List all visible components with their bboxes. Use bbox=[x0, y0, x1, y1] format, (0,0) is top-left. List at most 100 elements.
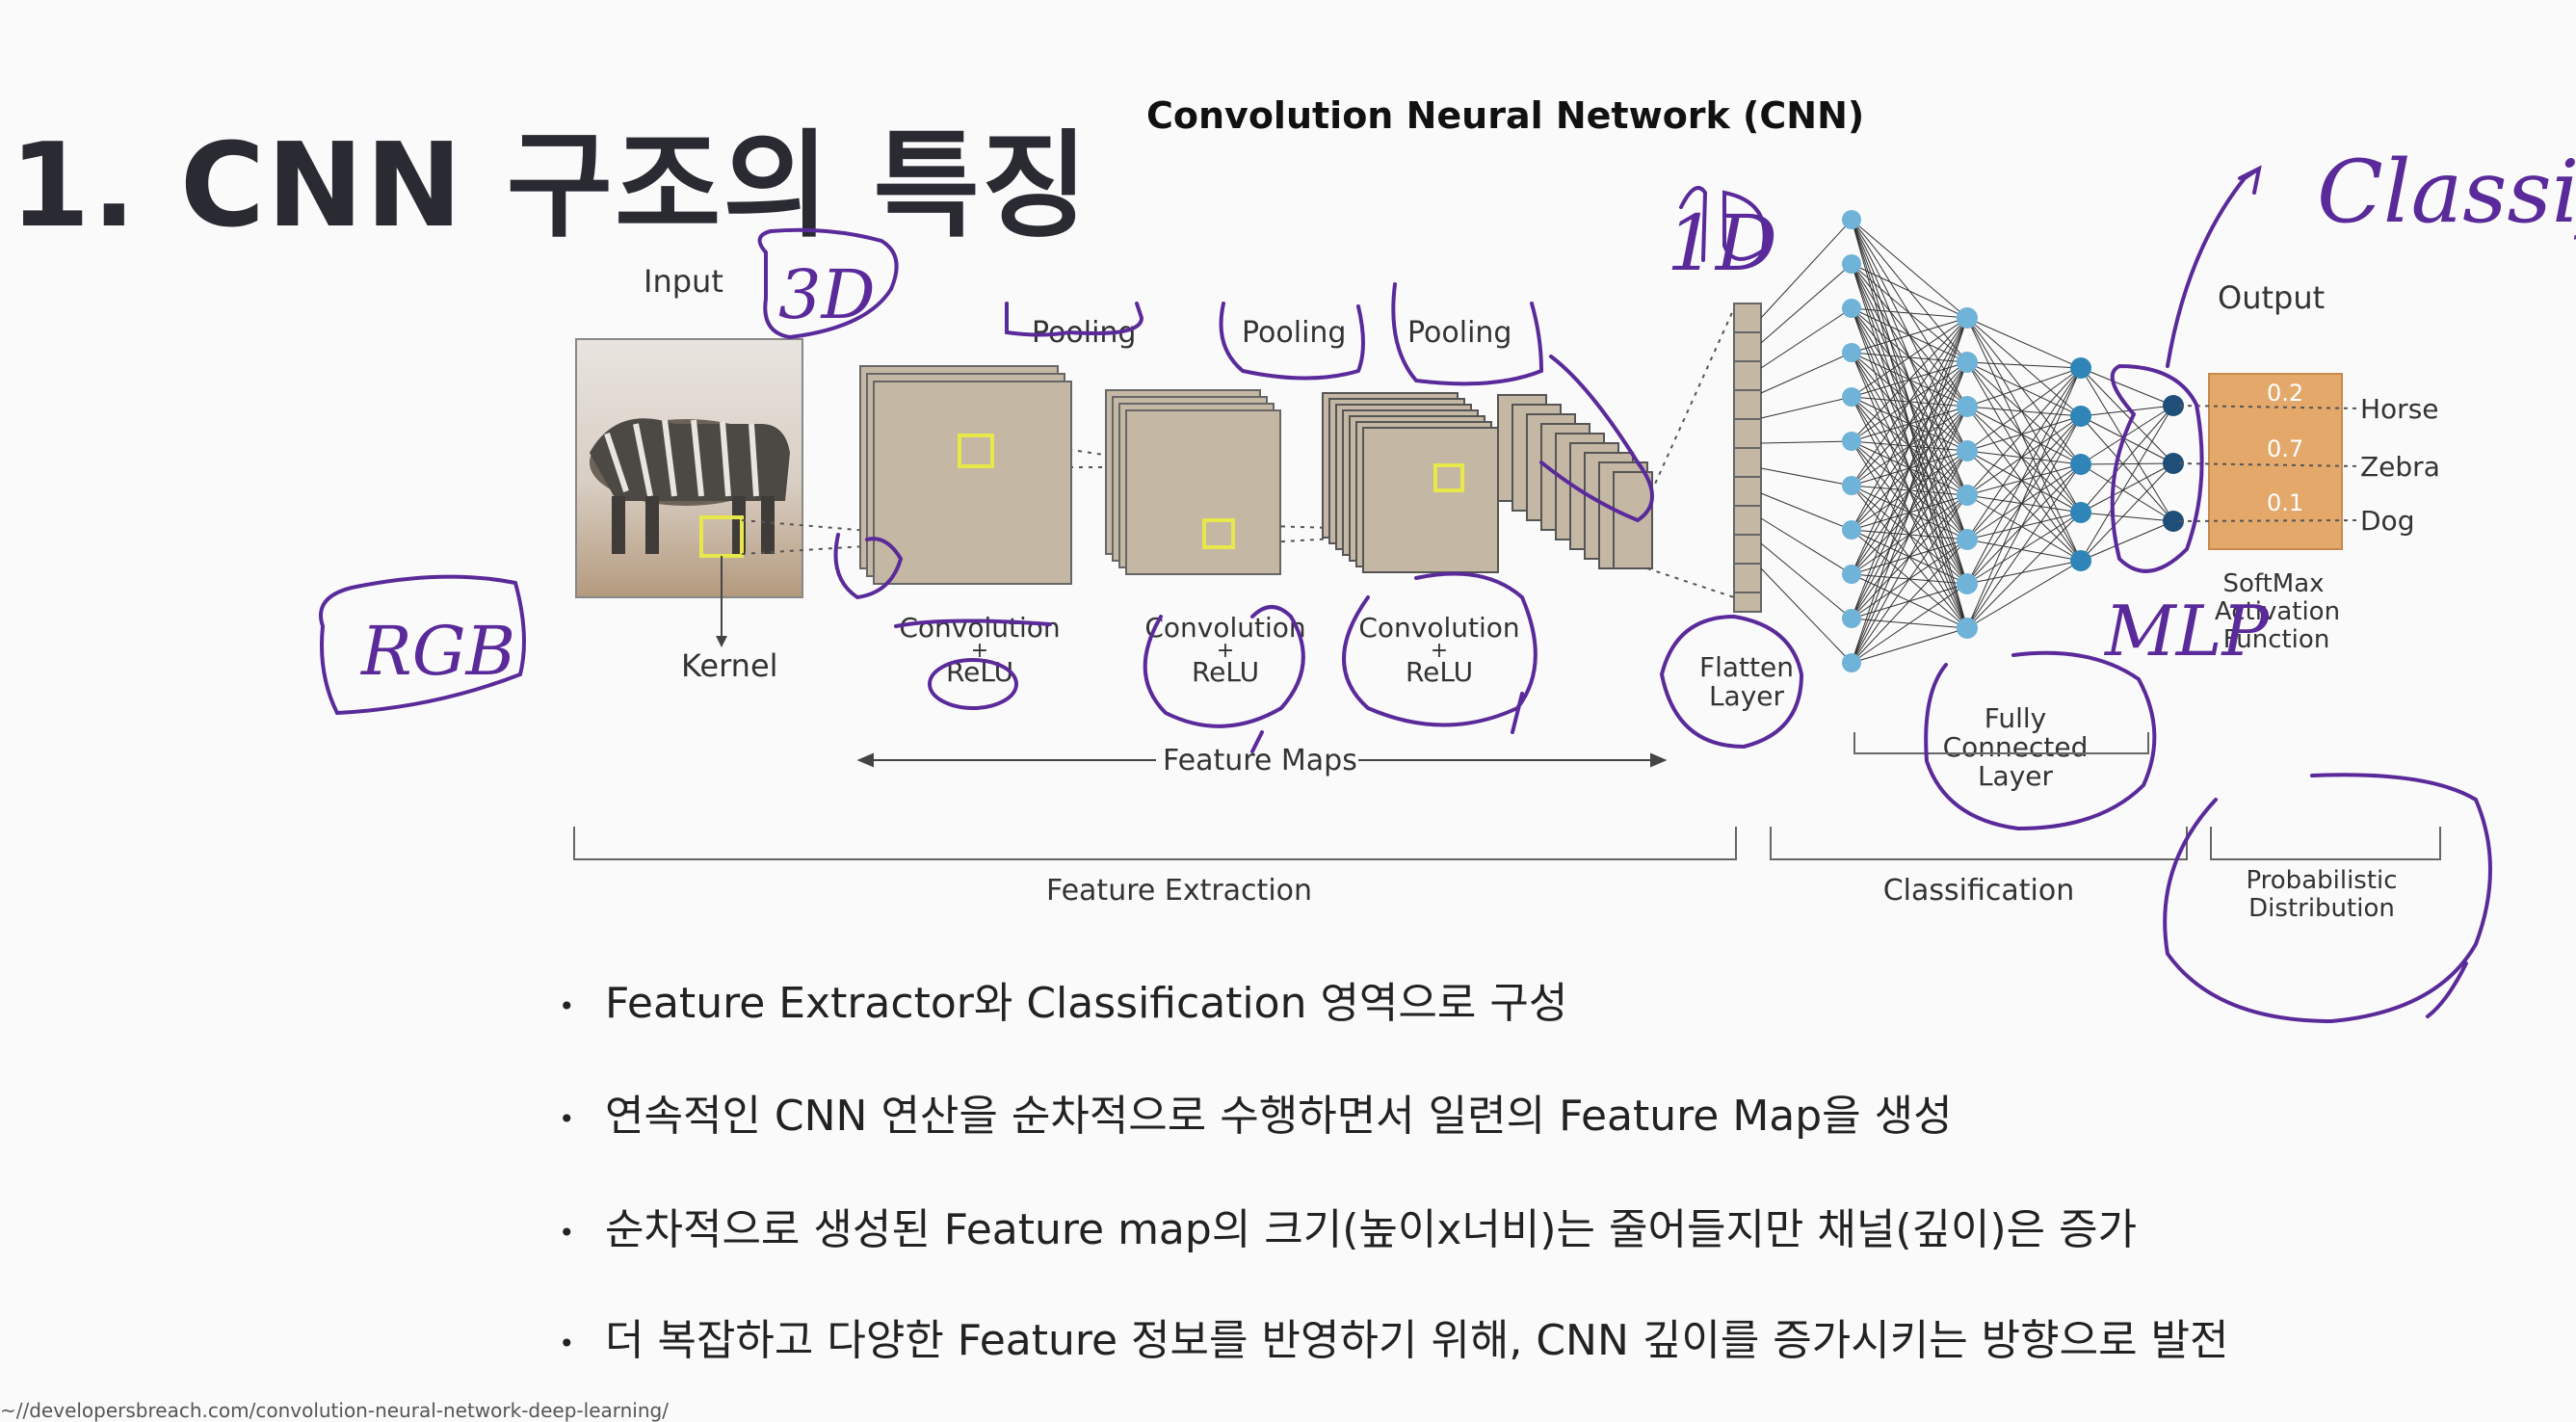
fc-node bbox=[2163, 453, 2184, 474]
annotation-box-pooling-2 bbox=[1219, 302, 1365, 381]
fc-edge bbox=[2080, 462, 2174, 514]
input-label: Input bbox=[644, 263, 723, 300]
fc-edge bbox=[1851, 263, 1968, 319]
fc-node bbox=[1957, 485, 1978, 506]
feature-map-stack-4 bbox=[1497, 394, 1653, 569]
annotation-small-circle bbox=[833, 533, 904, 600]
handwritten-annotations bbox=[319, 165, 2492, 1024]
feature-extraction-label: Feature Extraction bbox=[1046, 874, 1312, 908]
fc-edge bbox=[1966, 406, 2082, 514]
annotation-pooled-stack bbox=[1539, 355, 1654, 523]
bullet-dot: • bbox=[559, 1102, 575, 1135]
fc-edge bbox=[1966, 406, 2082, 465]
annotation-circle-probabilistic bbox=[2163, 773, 2492, 1024]
feature-map-stack-1 bbox=[859, 365, 1072, 585]
fc-edge bbox=[1966, 450, 2082, 465]
fc-node bbox=[1842, 254, 1861, 274]
fc-edge bbox=[1966, 367, 2082, 585]
fc-label-line1: Fully bbox=[1985, 702, 2046, 734]
fc-edge bbox=[1851, 317, 1968, 575]
fc-label-line2: Connected bbox=[1943, 731, 2089, 763]
svg-text:ReLU: ReLU bbox=[1192, 656, 1259, 688]
softmax-label-line3: Function bbox=[2223, 625, 2330, 654]
fc-edge bbox=[1966, 317, 2082, 562]
conv-label-3: Convolution + ReLU bbox=[1358, 612, 1519, 688]
fc-node bbox=[1957, 396, 1978, 417]
fc-edge bbox=[1760, 567, 1853, 664]
fc-node bbox=[2163, 511, 2184, 532]
fc-node bbox=[1842, 299, 1861, 318]
fc-edge bbox=[1966, 415, 2082, 452]
fc-edge bbox=[1851, 627, 1968, 664]
fc-edge bbox=[1966, 560, 2082, 585]
output-value-1: 0.2 bbox=[2267, 380, 2303, 407]
fc-node bbox=[1957, 573, 1978, 594]
fc-node bbox=[1842, 210, 1861, 229]
fc-edge bbox=[1851, 539, 1968, 664]
fc-node bbox=[1842, 387, 1861, 407]
fc-edge bbox=[2080, 462, 2174, 465]
output-label: Output bbox=[2218, 279, 2325, 316]
fc-node bbox=[2070, 502, 2091, 523]
fc-edge bbox=[1966, 494, 2082, 562]
annotation-1d-text: 1D bbox=[1667, 198, 1777, 288]
annotation-1d bbox=[1679, 186, 1767, 262]
fc-node bbox=[1842, 476, 1861, 495]
fc-node bbox=[2070, 550, 2091, 571]
fc-edge bbox=[1966, 512, 2082, 629]
feature-map-stack-2 bbox=[1105, 389, 1281, 575]
annotation-circle-relu-1 bbox=[928, 658, 1018, 710]
fc-edge bbox=[1966, 361, 2082, 369]
fc-edge bbox=[1966, 367, 2082, 629]
fc-label-line3: Layer bbox=[1978, 760, 2054, 792]
fc-edge bbox=[1760, 263, 1853, 344]
probabilistic-label-line2: Distribution bbox=[2248, 894, 2395, 923]
fc-edge bbox=[2080, 405, 2174, 465]
fc-edge bbox=[1966, 361, 2082, 514]
kernel-box-2 bbox=[1202, 518, 1235, 549]
fc-edge bbox=[1966, 367, 2082, 452]
svg-text:Convolution: Convolution bbox=[1358, 612, 1519, 644]
fc-edge bbox=[1966, 463, 2082, 540]
svg-text:Convolution: Convolution bbox=[899, 612, 1060, 644]
output-value-2: 0.7 bbox=[2267, 435, 2303, 462]
fc-node bbox=[1842, 565, 1861, 584]
source-url: ~//developersbreach.com/convolution-neur… bbox=[0, 1399, 669, 1422]
fc-node bbox=[1957, 307, 1978, 329]
annotation-underline-conv bbox=[894, 619, 1052, 628]
fc-node bbox=[1842, 432, 1861, 451]
output-value-3: 0.1 bbox=[2267, 489, 2303, 516]
fc-network-nodes bbox=[1842, 210, 2184, 672]
fc-edge bbox=[1760, 396, 1853, 419]
fc-edge bbox=[1966, 317, 2082, 465]
flatten-label-line2: Layer bbox=[1709, 680, 1785, 712]
fc-edge bbox=[1966, 406, 2082, 417]
diagram-title: Convolution Neural Network (CNN) bbox=[1146, 94, 1865, 137]
section-brackets bbox=[573, 827, 2441, 860]
flatten-label-line1: Flatten bbox=[1699, 651, 1794, 683]
annotation-rgb-text: RGB bbox=[359, 612, 515, 691]
slide-title: 1. CNN 구조의 특징 bbox=[10, 119, 1091, 253]
fc-edge bbox=[1966, 415, 2082, 585]
fc-edge bbox=[2080, 415, 2174, 464]
fc-edge bbox=[1760, 352, 1853, 394]
output-lines bbox=[2178, 405, 2361, 522]
kernel-box-3 bbox=[1433, 463, 1464, 492]
feature-map-stack-3 bbox=[1322, 392, 1499, 573]
annotation-circle-flatten bbox=[1660, 614, 1804, 750]
bullet-text: 연속적인 CNN 연산을 순차적으로 수행하면서 일련의 Feature Map… bbox=[605, 1092, 1953, 1141]
fc-edge bbox=[2080, 367, 2174, 464]
annotation-circle-3d bbox=[757, 227, 899, 340]
fc-edge bbox=[1760, 440, 1853, 444]
fc-edge bbox=[1851, 317, 1968, 531]
annotation-mlp-text: MLP bbox=[2103, 591, 2271, 672]
annotation-classifi-text: Classifi bbox=[2317, 142, 2576, 243]
fc-edge bbox=[2080, 367, 2174, 522]
fc-edge bbox=[2080, 367, 2174, 407]
annotation-circle-conv-2 bbox=[1143, 605, 1305, 728]
fc-edge bbox=[1966, 367, 2082, 540]
fc-edge bbox=[1851, 450, 1968, 664]
softmax-label-line1: SoftMax bbox=[2222, 569, 2324, 598]
fc-edge bbox=[1966, 512, 2082, 540]
fc-edge bbox=[1851, 361, 1968, 664]
